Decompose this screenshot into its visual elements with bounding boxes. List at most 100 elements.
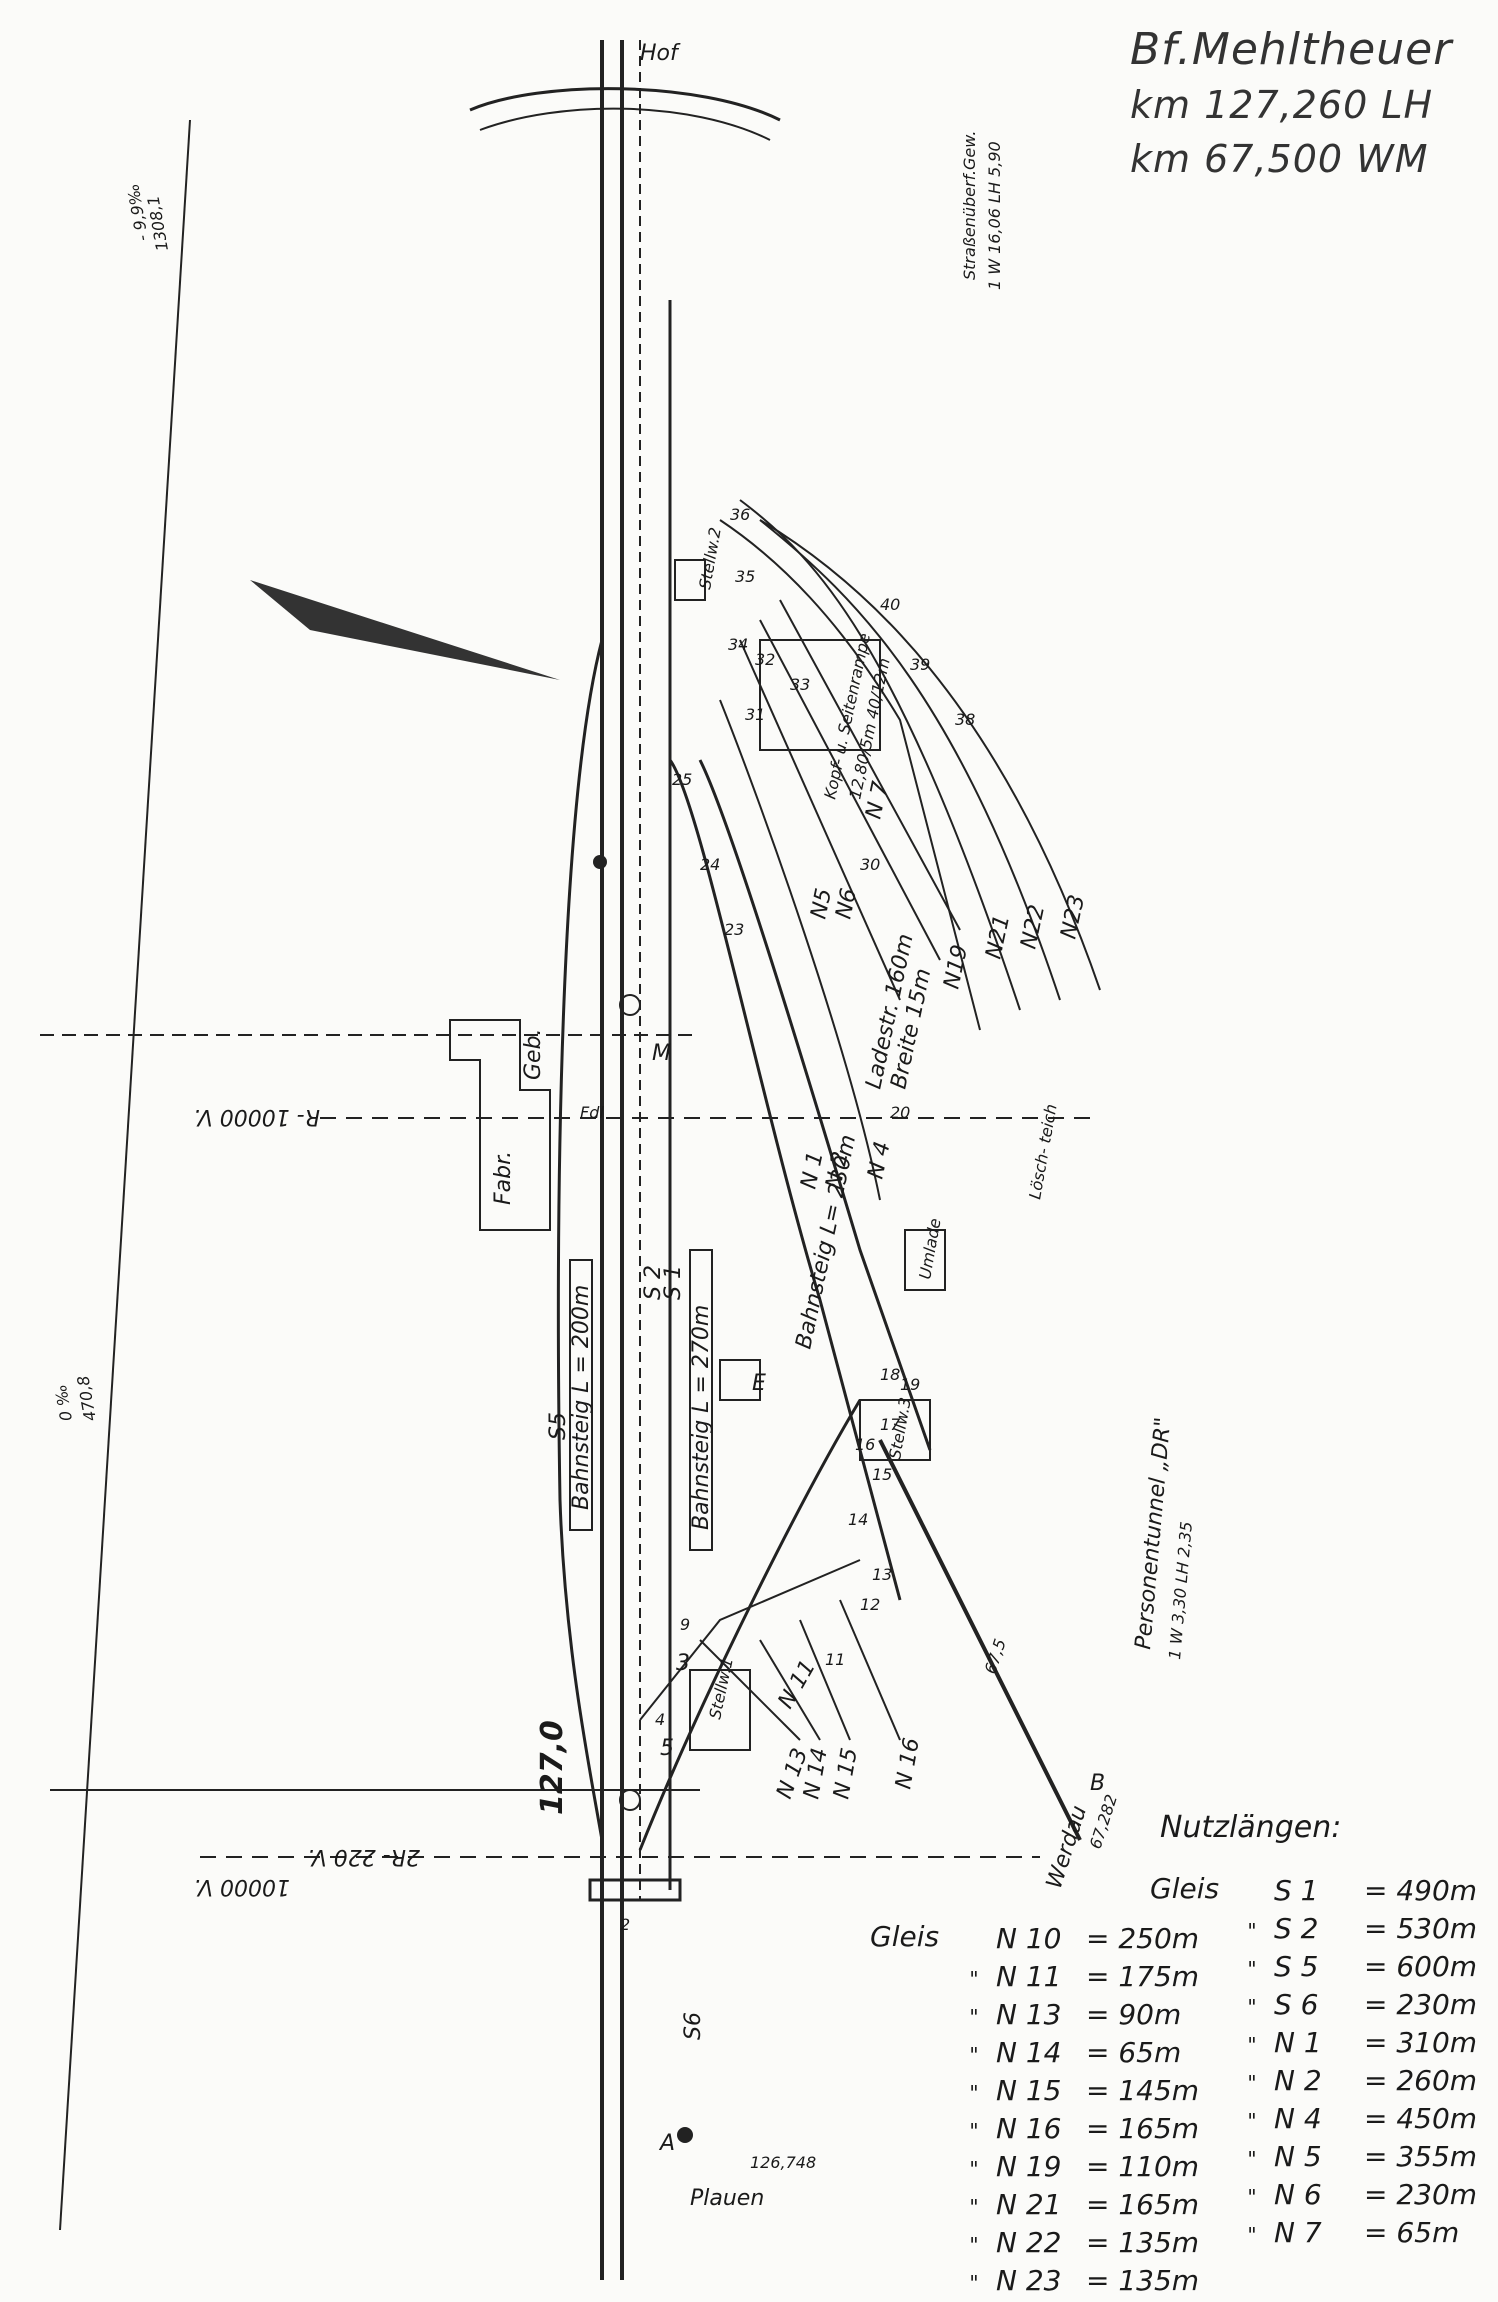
building-geb: Geb. bbox=[521, 1028, 546, 1080]
switch-33: 33 bbox=[790, 675, 810, 694]
track-length: = 230m bbox=[1364, 2178, 1478, 2211]
ditto-mark: " bbox=[969, 2195, 979, 2219]
km-wm: km 67,500 WM bbox=[1130, 137, 1429, 181]
gradient-top-ref: 1308,1 bbox=[144, 194, 172, 252]
track-n16-label: N 16 bbox=[891, 1736, 925, 1791]
track-length: = 65m bbox=[1364, 2216, 1460, 2249]
unload-label: Umlade bbox=[915, 1217, 944, 1281]
switch-17: 17 bbox=[880, 1415, 901, 1434]
km-werdau: 67,5 bbox=[981, 1636, 1010, 1676]
lengths-left-column: N 10 = 250m"N 11= 175m"N 13= 90m"N 14= 65… bbox=[952, 1920, 1226, 2300]
track-name: S 2 bbox=[1274, 1912, 1319, 1945]
km-marker-main: 127,0 bbox=[535, 1720, 570, 1815]
track-n1 bbox=[668, 759, 902, 1601]
spur-n22 bbox=[759, 519, 1061, 1001]
length-row: "S 6= 230m bbox=[1230, 1986, 1498, 2024]
switch-38: 38 bbox=[955, 710, 975, 729]
ditto-mark: " bbox=[969, 2081, 979, 2105]
track-n21-label: N21 bbox=[981, 913, 1015, 962]
curve-lower-2: 10000 V. bbox=[194, 1874, 291, 1899]
track-length: = 135m bbox=[1086, 2226, 1200, 2259]
track-length: = 260m bbox=[1364, 2064, 1478, 2097]
ditto-mark: " bbox=[1247, 2185, 1257, 2209]
length-row: S 1= 490m bbox=[1230, 1872, 1498, 1910]
gradient-profile-line bbox=[59, 119, 191, 2231]
werdau-track bbox=[878, 1439, 1082, 1841]
gleis-label-right: Gleis bbox=[1150, 1872, 1220, 1905]
ditto-mark: " bbox=[1247, 2223, 1257, 2247]
north-arrow-icon bbox=[250, 580, 560, 680]
gleis-label-left: Gleis bbox=[870, 1920, 940, 1953]
switch-13: 13 bbox=[872, 1565, 892, 1584]
track-s2-label: S 2 bbox=[641, 1265, 666, 1300]
spur-n19 bbox=[719, 519, 981, 1031]
signal-m: M bbox=[652, 1041, 671, 1066]
title-block: Bf.Mehltheuer km 127,260 LH km 67,500 WM bbox=[1130, 22, 1490, 186]
length-row: "S 5= 600m bbox=[1230, 1948, 1498, 1986]
spur-n16 bbox=[839, 1599, 901, 1741]
track-name: N 21 bbox=[996, 2188, 1062, 2221]
lengths-right-column: S 1= 490m"S 2= 530m"S 5= 600m"S 6= 230m"… bbox=[1230, 1872, 1498, 2252]
stellwerk-3 bbox=[859, 1399, 931, 1461]
switch-36: 36 bbox=[730, 505, 750, 524]
switch-2: 2 bbox=[620, 1915, 630, 1934]
signal-dot-icon bbox=[677, 2127, 693, 2143]
track-s1-label: S 1 bbox=[661, 1265, 686, 1300]
platform-s1-label: Bahnsteig L = 270m bbox=[689, 1305, 714, 1530]
track-length: = 250m bbox=[1086, 1922, 1200, 1955]
switch-16: 16 bbox=[855, 1435, 875, 1454]
switch-34: 34 bbox=[728, 635, 748, 654]
signal-circle-icon bbox=[619, 994, 641, 1016]
platform-s5 bbox=[569, 1259, 593, 1531]
curve-lower: 2R- 220 V. bbox=[307, 1844, 420, 1869]
switch-39: 39 bbox=[910, 655, 930, 674]
label-road-over-ref: 1 W 16,06 LH 5,90 bbox=[985, 141, 1004, 290]
ditto-mark: " bbox=[1247, 1919, 1257, 1943]
length-row: " S 2 = 530m bbox=[1230, 1910, 1498, 1948]
switch-14: 14 bbox=[848, 1510, 868, 1529]
track-name: N 7 bbox=[1274, 2216, 1322, 2249]
ditto-mark: " bbox=[1247, 1995, 1257, 2019]
factory-building bbox=[449, 1019, 551, 1231]
length-row: "N 11= 175m bbox=[952, 1958, 1226, 1996]
track-n4 bbox=[719, 699, 881, 1201]
length-row: "N 14= 65m bbox=[952, 2034, 1226, 2072]
switch-40: 40 bbox=[880, 595, 900, 614]
station-building-e bbox=[719, 1359, 761, 1401]
track-n6-label: N6 bbox=[831, 886, 862, 921]
km-marker-bottom: 126,748 bbox=[750, 2153, 816, 2172]
length-row: "N 13= 90m bbox=[952, 1996, 1226, 2034]
unload-building bbox=[904, 1229, 946, 1291]
switch-12: 12 bbox=[860, 1595, 880, 1614]
track-name: N 10 bbox=[996, 1922, 1062, 1955]
label-road-over: Straßenüberf.Gew. bbox=[960, 131, 979, 280]
track-length: = 530m bbox=[1364, 1912, 1478, 1945]
signal-e: E bbox=[752, 1371, 766, 1396]
length-row: "N 15= 145m bbox=[952, 2072, 1226, 2110]
track-n5 bbox=[739, 639, 901, 1001]
track-length: = 65m bbox=[1086, 2036, 1182, 2069]
track-n23-label: N23 bbox=[1056, 893, 1090, 942]
ditto-mark: " bbox=[969, 2005, 979, 2029]
track-length: = 450m bbox=[1364, 2102, 1478, 2135]
platform-s1 bbox=[689, 1249, 713, 1551]
stellwerk-1 bbox=[689, 1669, 751, 1751]
spur-n21 bbox=[739, 499, 1021, 1011]
ditto-mark: " bbox=[969, 2271, 979, 2295]
useful-lengths-heading: Nutzlängen: bbox=[1160, 1810, 1342, 1845]
track-length: = 135m bbox=[1086, 2264, 1200, 2297]
road-bridge bbox=[469, 87, 781, 122]
ditto-mark: " bbox=[969, 2157, 979, 2181]
curve-upper: R- 10000 V. bbox=[193, 1104, 320, 1129]
track-name: N 16 bbox=[996, 2112, 1062, 2145]
switch-15: 15 bbox=[872, 1465, 892, 1484]
switch-9: 9 bbox=[680, 1615, 690, 1634]
track-s5-loop bbox=[556, 639, 604, 1841]
switch-32: 32 bbox=[755, 650, 775, 669]
track-name: N 22 bbox=[996, 2226, 1062, 2259]
length-row: " N 7 = 65m bbox=[1230, 2214, 1498, 2252]
underpass bbox=[588, 1878, 682, 1902]
switch-30: 30 bbox=[860, 855, 880, 874]
track-name: N 1 bbox=[1274, 2026, 1322, 2059]
stellw2-label: Stellw.2 bbox=[695, 526, 725, 591]
